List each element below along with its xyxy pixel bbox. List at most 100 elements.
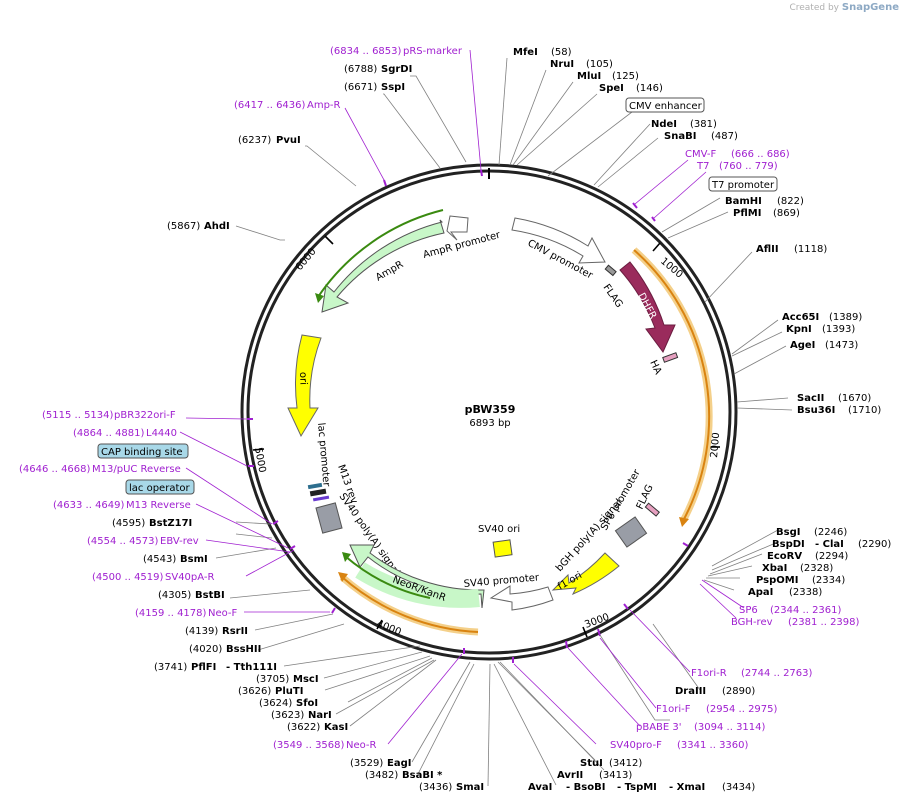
neor-primer-range: (3549 .. 3568) bbox=[273, 740, 345, 751]
draiii-pos: (2890) bbox=[722, 686, 755, 697]
smai-pos: (3436) bbox=[419, 782, 452, 793]
ndei-pos: (381) bbox=[690, 119, 717, 130]
pflfi-pos: (3741) bbox=[154, 662, 187, 673]
sv40-ori-feature[interactable] bbox=[492, 539, 513, 558]
xbai-name: XbaI bbox=[762, 563, 787, 574]
tspmi-name: - TspMI bbox=[617, 782, 657, 793]
m13rev-primer-range: (4633 .. 4649) bbox=[53, 500, 125, 511]
ampr-orf-line bbox=[317, 209, 444, 298]
cap-binding-site-box[interactable] bbox=[97, 443, 189, 459]
flag-top-label: FLAG bbox=[601, 282, 625, 310]
spei-pos: (146) bbox=[636, 83, 663, 94]
bstz17i-pos: (4595) bbox=[112, 518, 145, 529]
f1-ori-feature[interactable] bbox=[551, 552, 620, 595]
cmv-promoter-feature[interactable] bbox=[511, 217, 606, 264]
neor-orf-arc-line bbox=[341, 576, 479, 633]
msci-name: MscI bbox=[293, 674, 319, 685]
bstbi-pos: (4305) bbox=[158, 590, 191, 601]
t7-range: (760 .. 779) bbox=[719, 161, 778, 172]
snabi-pos: (487) bbox=[711, 131, 738, 142]
snabi-name: SnaBI bbox=[664, 131, 696, 142]
bghrev-range: (2381 .. 2398) bbox=[788, 617, 860, 628]
ampr-promoter-feature[interactable] bbox=[446, 215, 469, 241]
pflmi-pos: (869) bbox=[773, 208, 800, 219]
cmv-enhancer-box[interactable] bbox=[625, 97, 705, 113]
m13-site-block[interactable] bbox=[312, 495, 330, 502]
sp6-name: SP6 bbox=[739, 605, 758, 616]
t7-name: T7 bbox=[696, 161, 709, 172]
t7-promoter-label: T7 promoter bbox=[711, 180, 775, 191]
pflmi-name: PflMI bbox=[733, 208, 761, 219]
l4440-range: (4864 .. 4881) bbox=[73, 428, 145, 439]
ha-label: HA bbox=[647, 359, 663, 377]
sgrdi-pos: (6788) bbox=[344, 64, 377, 75]
bsgi-pos: (2246) bbox=[814, 527, 847, 538]
sacii-pos: (1670) bbox=[838, 393, 871, 404]
bamhi-pos: (822) bbox=[777, 196, 804, 207]
bgh-polya-block[interactable] bbox=[614, 516, 648, 548]
xbai-pos: (2328) bbox=[800, 563, 833, 574]
ampr-primer-range: (6417 .. 6436) bbox=[234, 100, 306, 111]
neor-primer-name: Neo-R bbox=[346, 740, 377, 751]
pbr322ori-name: pBR322ori-F bbox=[114, 410, 176, 421]
dhfr-feature[interactable] bbox=[619, 261, 676, 353]
kpni-pos: (1393) bbox=[822, 324, 855, 335]
tick-label-4000: 4000 bbox=[375, 619, 403, 639]
snapgene-brand: SnapGene bbox=[841, 2, 899, 13]
f1orif-range: (2954 .. 2975) bbox=[706, 704, 778, 715]
lac-operator-box[interactable] bbox=[125, 479, 195, 495]
ori-label: ori bbox=[297, 372, 308, 385]
tick-label-6000: 6000 bbox=[294, 246, 319, 273]
nari-pos: (3623) bbox=[271, 710, 304, 721]
sv40-polya-block-left[interactable] bbox=[315, 502, 343, 534]
sgrdi-name: SgrDI bbox=[381, 64, 412, 75]
lac-operator-block[interactable] bbox=[309, 488, 327, 497]
ampr-primer-name: Amp-R bbox=[307, 100, 341, 111]
bspdi-name: BspDI bbox=[772, 539, 805, 550]
primer-leaders bbox=[179, 49, 745, 745]
sv40prof-name: SV40pro-F bbox=[610, 740, 662, 751]
plasmid-length: 6893 bp bbox=[469, 418, 510, 429]
sfoi-pos: (3624) bbox=[259, 698, 292, 709]
bstz17i-name: BstZ17I bbox=[149, 518, 192, 529]
f1orir-range: (2744 .. 2763) bbox=[741, 668, 813, 679]
sspi-pos: (6671) bbox=[344, 82, 377, 93]
m13rev-primer-name: M13 Reverse bbox=[126, 500, 191, 511]
pvui-name: PvuI bbox=[276, 135, 301, 146]
ori-feature[interactable] bbox=[287, 334, 322, 438]
sspi-name: SspI bbox=[381, 82, 405, 93]
apai-pos: (2338) bbox=[789, 587, 822, 598]
acc65i-pos: (1389) bbox=[829, 312, 862, 323]
nari-name: NarI bbox=[308, 710, 332, 721]
tick-label-5000: 5000 bbox=[252, 447, 267, 474]
ahdi-name: AhdI bbox=[204, 221, 230, 232]
ampr-feature[interactable] bbox=[321, 219, 445, 313]
bsu36i-name: Bsu36I bbox=[797, 405, 835, 416]
mlui-name: MluI bbox=[577, 71, 601, 82]
eagi-name: EagI bbox=[387, 758, 411, 769]
kpni-name: KpnI bbox=[786, 324, 812, 335]
agei-pos: (1473) bbox=[825, 340, 858, 351]
smai-name: SmaI bbox=[456, 782, 484, 793]
avrii-name: AvrII bbox=[557, 770, 583, 781]
draiii-name: DraIII bbox=[675, 686, 706, 697]
dhfr-orf-arrowhead bbox=[679, 517, 689, 527]
cap-site-block[interactable] bbox=[307, 482, 323, 490]
flag-tag-top[interactable] bbox=[604, 264, 617, 277]
sv40-promoter-feature[interactable] bbox=[489, 585, 554, 611]
leader-lines bbox=[215, 57, 793, 787]
bsabi-name: BsaBI * bbox=[402, 770, 443, 781]
neof-range: (4159 .. 4178) bbox=[135, 608, 207, 619]
flag-tag-bottom[interactable] bbox=[644, 502, 660, 517]
msci-pos: (3705) bbox=[256, 674, 289, 685]
neof-name: Neo-F bbox=[208, 608, 238, 619]
ha-tag[interactable] bbox=[662, 352, 679, 363]
clai-name: - ClaI bbox=[815, 539, 844, 550]
t7-promoter-box[interactable] bbox=[708, 176, 778, 192]
bamhi-name: BamHI bbox=[725, 196, 762, 207]
pvui-pos: (6237) bbox=[238, 135, 271, 146]
sfoi-name: SfoI bbox=[296, 698, 318, 709]
sv40prof-range: (3341 .. 3360) bbox=[677, 740, 749, 751]
mfei-pos: (58) bbox=[551, 47, 572, 58]
